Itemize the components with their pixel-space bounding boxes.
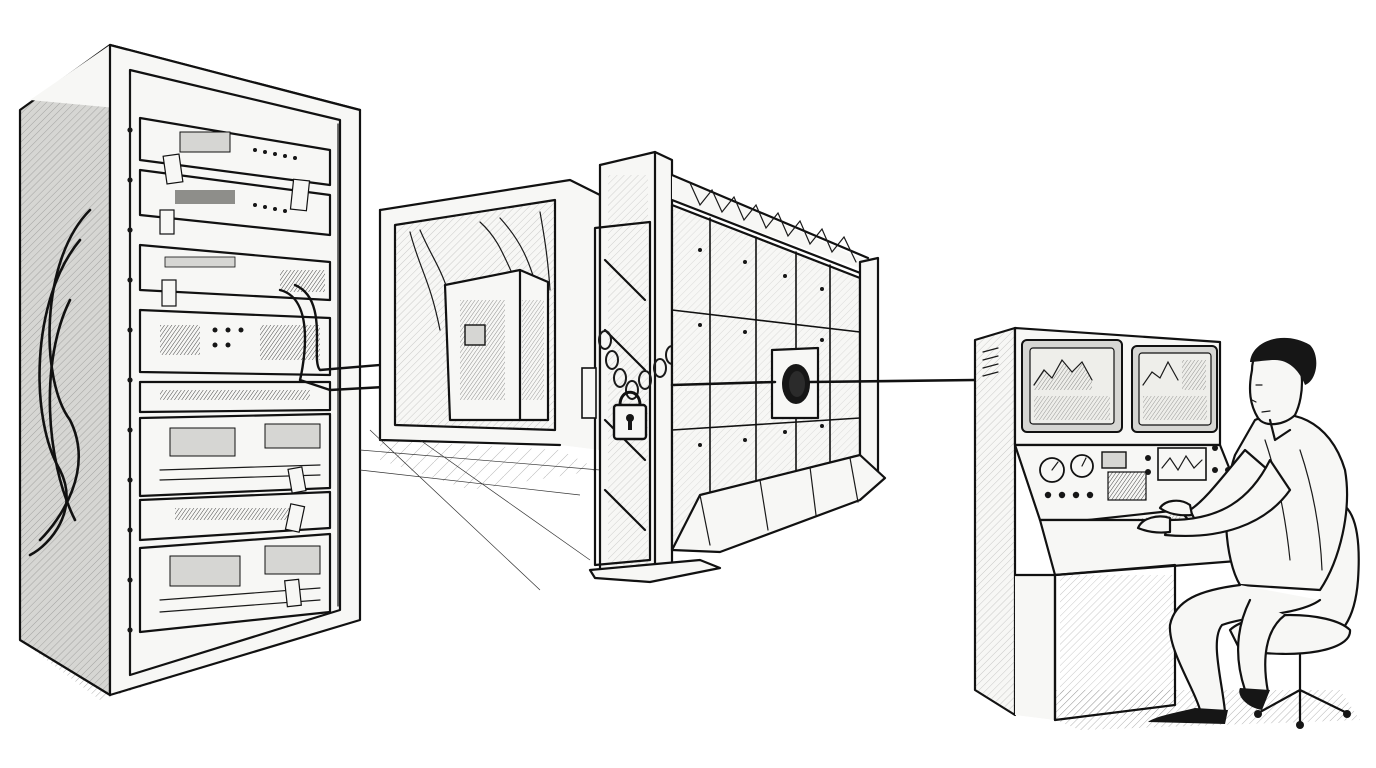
locked-gate [581, 150, 722, 584]
padlock-icon [612, 390, 648, 441]
server-rack [18, 43, 362, 697]
chain [598, 330, 679, 400]
operator [1136, 337, 1360, 729]
rack-units [138, 116, 332, 634]
enclosed-server-cabinet [359, 178, 602, 591]
cable-tags [159, 153, 311, 608]
monitor-right [1131, 345, 1218, 433]
wall-port-icon [770, 346, 820, 420]
concrete-blast-wall [670, 173, 977, 554]
rack-side-cables [28, 208, 92, 557]
control-console [973, 326, 1252, 722]
monitor-left [1021, 339, 1123, 433]
rail-holes [127, 127, 133, 633]
gauge-icon [1039, 454, 1094, 483]
